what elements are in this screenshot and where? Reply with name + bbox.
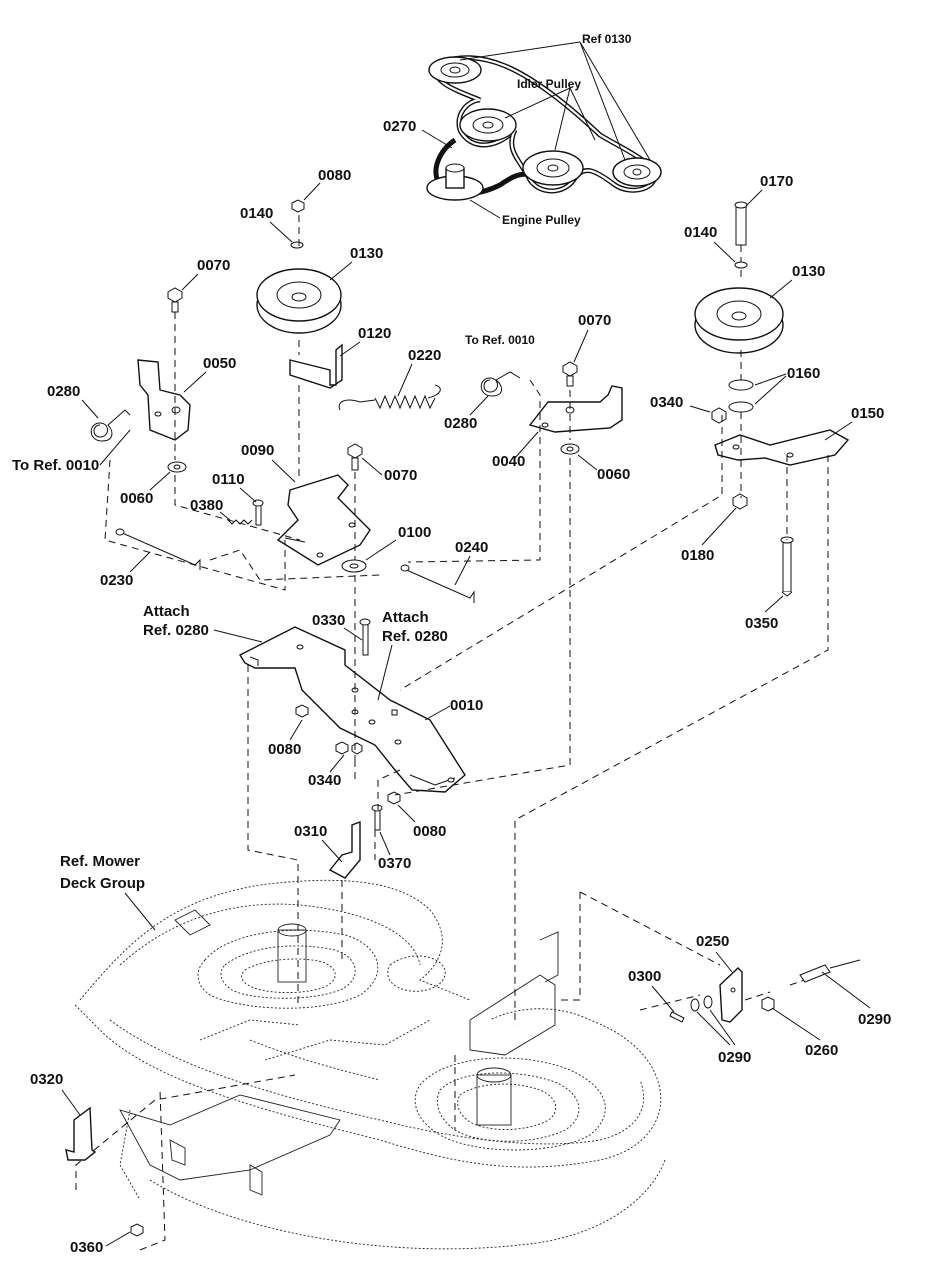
label-0070-mid: 0070 [578,312,611,329]
label-mower-deck-line1: Ref. Mower [60,853,140,870]
label-0360: 0360 [70,1239,103,1256]
label-0080-top: 0080 [318,167,351,184]
label-to-ref-0010-left: To Ref. 0010 [12,457,99,474]
label-mower-deck-line2: Deck Group [60,875,145,892]
label-0240: 0240 [455,539,488,556]
right-idler-assembly: 0170 0140 0130 0160 0340 0150 0180 [650,173,884,632]
belt-routing-inset: Ref 0130 Idler Pulley Engine Pulley 0270 [383,32,662,227]
label-0080-right: 0080 [413,823,446,840]
label-0060-mid: 0060 [597,466,630,483]
label-0230: 0230 [100,572,133,589]
lower-left-parts: 0320 0360 [30,1071,144,1256]
label-0340-low: 0340 [308,772,341,789]
label-0070-left: 0070 [197,257,230,274]
label-0310: 0310 [294,823,327,840]
label-0050: 0050 [203,355,236,372]
label-0220: 0220 [408,347,441,364]
label-0280-left: 0280 [47,383,80,400]
label-0320: 0320 [30,1071,63,1088]
label-to-ref-0010-top: To Ref. 0010 [465,333,535,347]
label-attach-mid-line1: Attach [382,609,429,626]
assembly-dash-lines [75,215,829,1251]
label-engine-pulley: Engine Pulley [502,213,581,227]
label-0110: 0110 [212,471,245,488]
label-0280-mid: 0280 [444,415,477,432]
label-0140-right: 0140 [684,224,717,241]
label-0070-center: 0070 [384,467,417,484]
label-0350: 0350 [745,615,778,632]
label-0100: 0100 [398,524,431,541]
label-0340-right: 0340 [650,394,683,411]
label-0180: 0180 [681,547,714,564]
label-attach-left-line2: Ref. 0280 [143,622,209,639]
label-0130-left: 0130 [350,245,383,262]
label-0330: 0330 [312,612,345,629]
label-0150: 0150 [851,405,884,422]
label-0090: 0090 [241,442,274,459]
label-0260: 0260 [805,1042,838,1059]
label-attach-left-line1: Attach [143,603,190,620]
main-bracket-assembly: 0010 Attach Ref. 0280 Attach Ref. 0280 0… [143,603,483,879]
left-idler-assembly: 0080 0140 0130 0070 0120 0050 0280 To Re… [12,167,441,589]
mower-deck: Ref. Mower Deck Group [60,853,666,1250]
label-0170: 0170 [760,173,793,190]
label-0300: 0300 [628,968,661,985]
label-0290-low: 0290 [718,1049,751,1066]
label-attach-mid-line2: Ref. 0280 [382,628,448,645]
center-arm-assembly: To Ref. 0010 0280 0070 0040 0060 0240 [400,312,630,603]
label-ref-0130: Ref 0130 [582,32,632,46]
label-0250: 0250 [696,933,729,950]
label-0010: 0010 [450,697,483,714]
label-0380: 0380 [190,497,223,514]
label-0060-left: 0060 [120,490,153,507]
label-0290-right: 0290 [858,1011,891,1028]
label-0160: 0160 [787,365,820,382]
label-0040: 0040 [492,453,525,470]
label-0370: 0370 [378,855,411,872]
label-0140-left: 0140 [240,205,273,222]
label-0270: 0270 [383,118,416,135]
lift-bracket-parts: 0250 0290 0300 0260 0290 [628,933,891,1066]
label-0120: 0120 [358,325,391,342]
label-idler-pulley: Idler Pulley [517,77,581,91]
label-0080-low: 0080 [268,741,301,758]
label-0130-right: 0130 [792,263,825,280]
